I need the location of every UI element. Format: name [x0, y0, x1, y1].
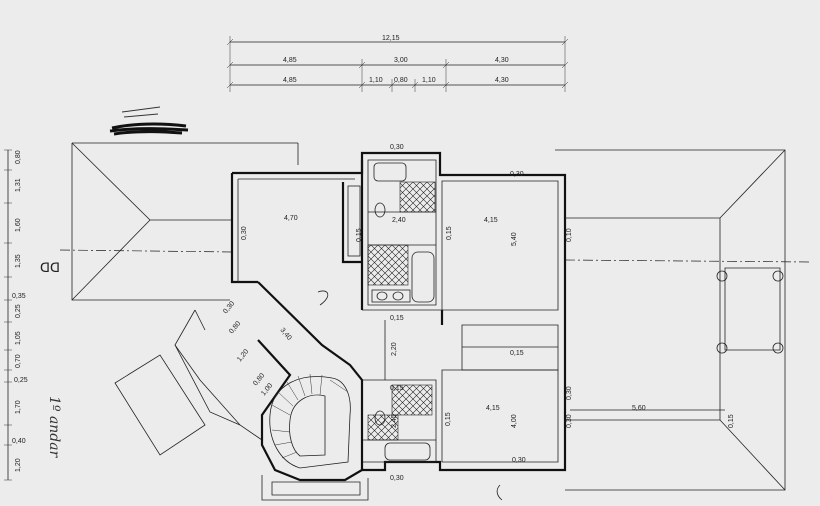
dim-stair-w3: 1,00	[260, 382, 274, 397]
right-roof	[555, 149, 811, 491]
left-dim-5: 0,35	[12, 293, 26, 300]
dim-stair-wall-1: 0,30	[222, 300, 236, 315]
room-dimension-labels: 4,70 0,30 0,30 0,15 2,40 0,15 0,30 4,15 …	[222, 144, 735, 482]
dim-row3-b: 1,10	[369, 77, 383, 84]
wet-areas	[367, 181, 436, 441]
left-dimension-chain: 0,80 1,31 1,60 1,35 0,35 0,25 1,05 0,70 …	[4, 149, 28, 481]
dim-row2-b: 3,00	[394, 57, 408, 64]
dim-room-ne-wall-right: 0,10	[566, 228, 573, 242]
dim-top-bath-gap: 0,15	[356, 228, 363, 242]
dim-bottom-bath-depth: 2,45	[391, 414, 398, 428]
dim-terrace-wall-right: 0,15	[728, 414, 735, 428]
dim-room-se-height: 4,00	[511, 414, 518, 428]
left-dim-8: 0,70	[15, 354, 22, 368]
dim-top-bath-small: 0,15	[446, 226, 453, 240]
dim-room-se-wall-bottom: 0,30	[512, 457, 526, 464]
dim-room-se-wall: 0,30	[566, 414, 573, 428]
dim-room-nw-width: 4,70	[284, 215, 298, 222]
dim-stair-w2: 0,80	[252, 372, 266, 387]
left-dim-4: 1,35	[15, 254, 22, 268]
dim-room-ne-width: 4,15	[484, 217, 498, 224]
bottom-structure	[261, 475, 503, 501]
dim-bottom-bath-wall: 0,15	[390, 385, 404, 392]
dim-total: 12,15	[382, 35, 400, 42]
dim-room-nw-wall: 0,30	[241, 226, 248, 240]
left-dim-2: 1,31	[15, 178, 22, 192]
left-roof	[59, 142, 299, 301]
dim-closet-wall: 0,15	[510, 350, 524, 357]
left-dim-1: 0,80	[15, 150, 22, 164]
left-dim-3: 1,60	[15, 218, 22, 232]
main-walls	[230, 151, 567, 482]
dim-terrace-wall: 0,30	[566, 386, 573, 400]
lower-left-roof	[114, 309, 263, 456]
left-dim-9: 0,25	[14, 377, 28, 384]
dim-row2-a: 4,85	[283, 57, 297, 64]
left-dim-6: 0,25	[15, 304, 22, 318]
dim-room-se-width: 4,15	[486, 405, 500, 412]
annotation-mark: ᗡᗡ	[40, 261, 60, 276]
floor-label: 1º andar	[46, 396, 62, 459]
left-dim-10: 1,70	[15, 400, 22, 414]
dim-row3-a: 4,85	[283, 77, 297, 84]
dim-room-ne-height: 5,40	[511, 232, 518, 246]
dim-bottom-bath-small: 0,15	[445, 412, 452, 426]
left-dim-11: 0,40	[12, 438, 26, 445]
dim-row3-e: 4,30	[495, 77, 509, 84]
dim-hall-wall: 0,15	[390, 315, 404, 322]
dim-top-bath-depth: 2,40	[392, 217, 406, 224]
dim-stair-wall-2: 0,80	[228, 320, 242, 335]
dim-bottom-wall: 0,30	[390, 475, 404, 482]
fixtures	[347, 162, 435, 461]
dim-row2-c: 4,30	[495, 57, 509, 64]
dim-row3-c: 0,80	[394, 77, 408, 84]
dim-row3-d: 1,10	[422, 77, 436, 84]
dim-stair-w1: 1,20	[236, 348, 250, 363]
dim-terrace-width: 5,60	[632, 405, 646, 412]
dim-top-bath-wall: 0,30	[390, 144, 404, 151]
left-dim-7: 1,05	[15, 331, 22, 345]
dim-stair-len: 3,40	[278, 327, 292, 342]
scribbled-title	[109, 106, 189, 136]
top-dimension-chains: 12,15 4,85 3,00 4,30 4,85 1,10 0,80 1,10…	[226, 35, 569, 92]
dim-hall-width: 2,20	[391, 342, 398, 356]
dim-room-ne-wall-top: 0,30	[510, 171, 524, 178]
spiral-stair	[269, 373, 351, 469]
left-dim-12: 1,20	[15, 458, 22, 472]
